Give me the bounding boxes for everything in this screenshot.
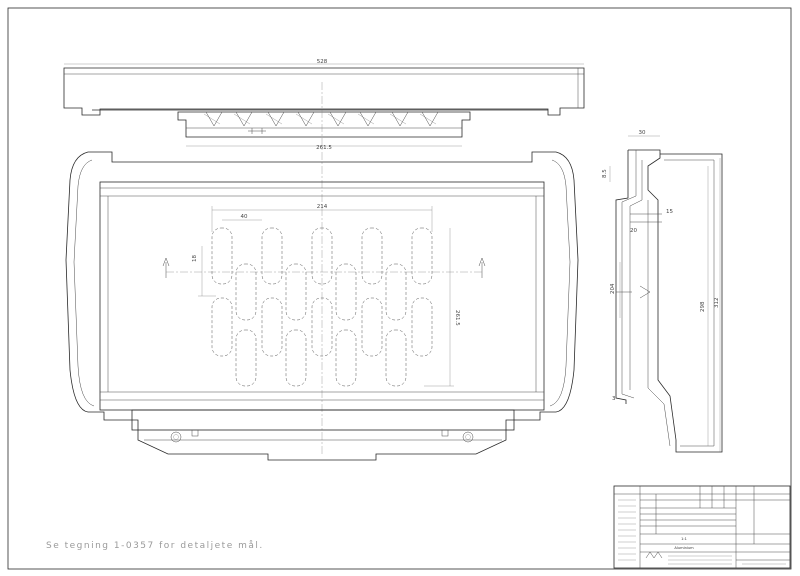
screw-boss-right [462,431,474,443]
slot-pattern [211,227,433,387]
title-block: 1:1 Aluminium [613,485,791,569]
side-bottom-dimension: 3 [612,396,616,402]
side-depth-dimension: 30 [639,130,646,136]
top-section-ribs [203,111,439,127]
front-view: 214 40 261.5 18 [65,151,579,461]
detail-reference-note: Se tegning 1-0357 for detaljete mål. [46,540,264,551]
company-logo [645,551,663,559]
front-width-dimension: 214 [317,204,328,210]
sheet-border [7,7,792,570]
section-arrow-right [478,257,486,278]
title-block-scale: 1:1 [681,537,687,541]
side-height-b-dimension: 312 [714,298,720,309]
top-width-dimension: 528 [317,59,328,65]
title-block-revision-column [618,499,636,561]
side-section-slots [616,213,662,299]
side-top-dimension: 8.5 [602,169,608,178]
side-middle-dimension: 204 [610,283,616,294]
side-height-a-dimension: 298 [700,301,706,312]
side-small-dimension: 20 [630,228,637,234]
section-arrow-left [162,257,170,278]
front-height-dimension: 261.5 [454,310,460,326]
front-left-small-dimension: 18 [192,255,198,262]
front-slot-pitch-dimension: 40 [241,214,248,220]
top-section-view: 261.5 528 [63,59,585,151]
screw-boss-left [170,431,182,443]
side-section-view: 30 8.5 15 20 204 298 312 3 [602,130,723,453]
top-inner-dimension: 261.5 [316,145,332,151]
side-right-a-dimension: 15 [666,209,673,215]
title-block-material: Aluminium [674,546,694,550]
